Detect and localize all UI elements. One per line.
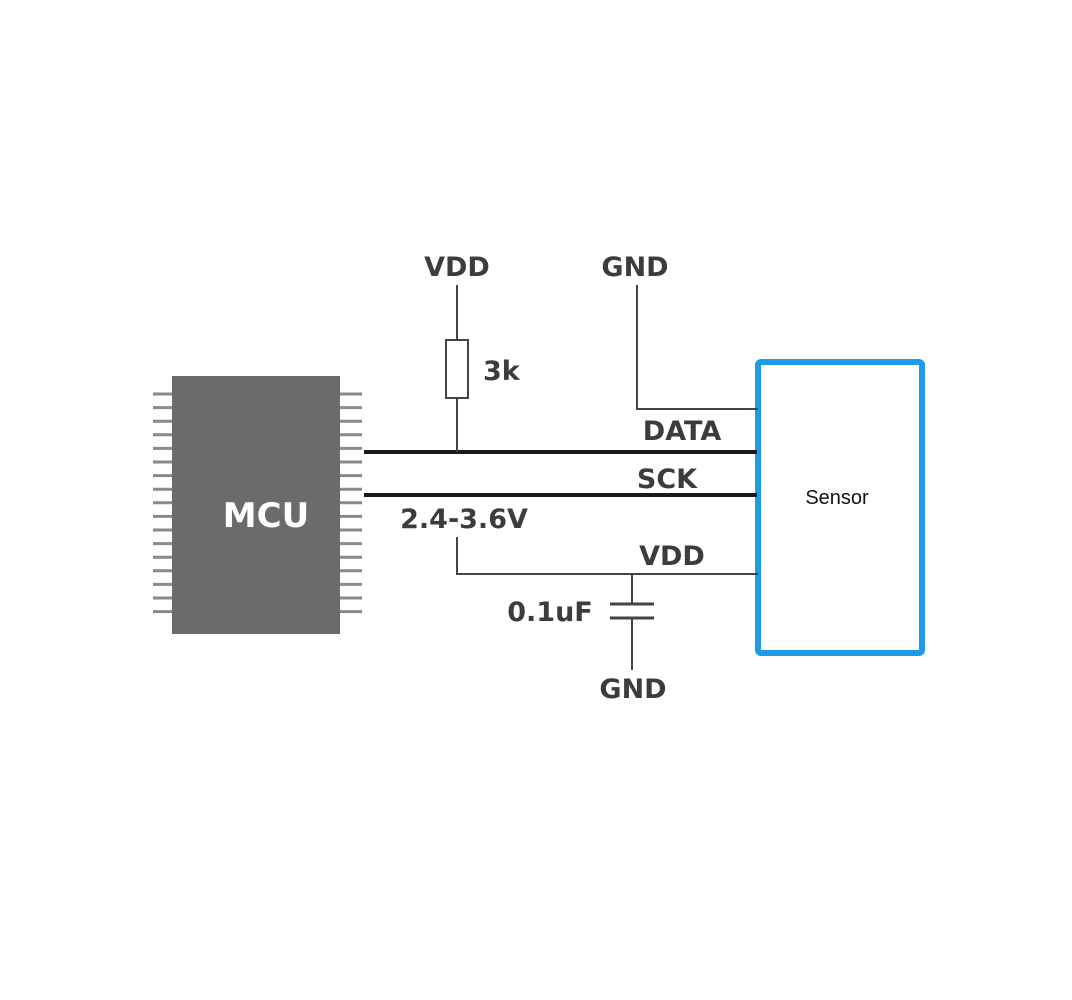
sensor-box <box>755 359 925 656</box>
resistor-value-label: 3k <box>483 356 521 387</box>
capacitor-value-label: 0.1uF <box>507 597 593 628</box>
mcu-chip <box>172 376 340 634</box>
gnd-top-label: GND <box>601 252 668 283</box>
data-signal-label: DATA <box>643 416 722 447</box>
sck-signal-label: SCK <box>637 464 698 495</box>
resistor-symbol <box>445 339 469 399</box>
mcu-label: MCU <box>223 496 309 536</box>
mcu-pins <box>153 392 362 614</box>
sensor-label: Sensor <box>805 487 869 509</box>
vdd-supply-wire <box>456 537 758 575</box>
gnd-top-wire <box>636 285 758 410</box>
supply-range-label: 2.4-3.6V <box>400 504 528 535</box>
vdd-signal-label: VDD <box>639 541 705 572</box>
gnd-bottom-label: GND <box>599 674 666 705</box>
vdd-top-label: VDD <box>424 252 490 283</box>
